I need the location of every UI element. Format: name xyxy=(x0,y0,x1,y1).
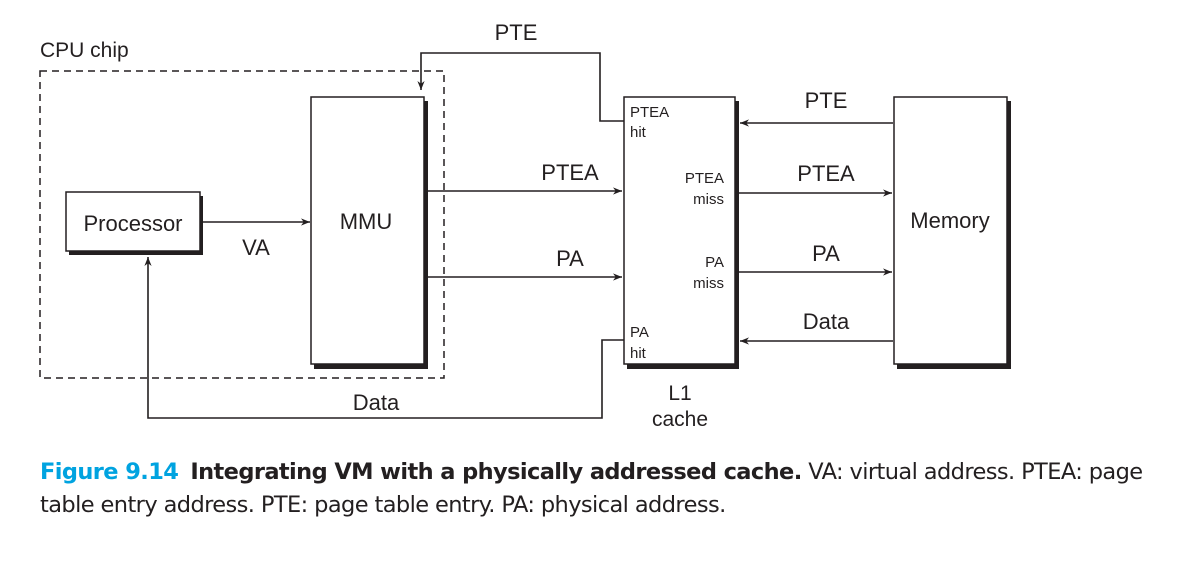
figure-number: Figure 9.14 xyxy=(40,459,179,485)
cpu-chip-boundary xyxy=(39,70,445,379)
edge-label-pte-mem-cache: PTE xyxy=(805,88,848,113)
mmu-block: MMU xyxy=(310,96,428,369)
edge-label-pte-cache-mmu: PTE xyxy=(495,20,538,45)
edge-label-pa-cache-mem: PA xyxy=(812,241,840,266)
mmu-label: MMU xyxy=(340,209,393,234)
l1-cache-label-line2: cache xyxy=(652,408,708,431)
processor-label: Processor xyxy=(83,211,182,236)
port-ptea-miss-line1: PTEA xyxy=(685,170,724,187)
memory-label: Memory xyxy=(910,208,989,233)
edge-label-ptea-cache-mem: PTEA xyxy=(797,161,855,186)
processor-block: Processor xyxy=(65,191,203,255)
port-ptea-miss-line2: miss xyxy=(693,191,724,208)
port-pa-hit-line2: hit xyxy=(630,345,647,362)
port-ptea-hit-line1: PTEA xyxy=(630,104,669,121)
edge-label-pa-mmu-cache: PA xyxy=(556,246,584,271)
figure-title: Integrating VM with a physically address… xyxy=(190,459,802,485)
edge-label-ptea-mmu-cache: PTEA xyxy=(541,160,599,185)
cpu-chip-label: CPU chip xyxy=(40,39,129,62)
port-pa-miss-line2: miss xyxy=(693,275,724,292)
port-ptea-hit-line2: hit xyxy=(630,124,647,141)
vm-cache-diagram: CPU chip Processor MMU PTEA hit PTEA mis… xyxy=(39,20,1011,431)
edge-data-cache-processor xyxy=(144,257,624,419)
memory-block: Memory xyxy=(893,96,1011,369)
edge-label-data-cache-processor: Data xyxy=(353,390,400,415)
l1-cache-label-line1: L1 xyxy=(668,382,691,405)
port-pa-miss-line1: PA xyxy=(705,254,724,271)
figure-caption: Figure 9.14 Integrating VM with a physica… xyxy=(40,456,1180,522)
edge-pte-cache-mmu xyxy=(417,52,624,122)
port-pa-hit-line1: PA xyxy=(630,324,649,341)
l1-cache-block: PTEA hit PTEA miss PA miss PA hit xyxy=(623,96,739,369)
edge-label-data-mem-cache: Data xyxy=(803,309,850,334)
figure-caption-body: VA: virtual address. PTEA: page table en… xyxy=(40,459,1143,518)
edge-label-va: VA xyxy=(242,235,270,260)
